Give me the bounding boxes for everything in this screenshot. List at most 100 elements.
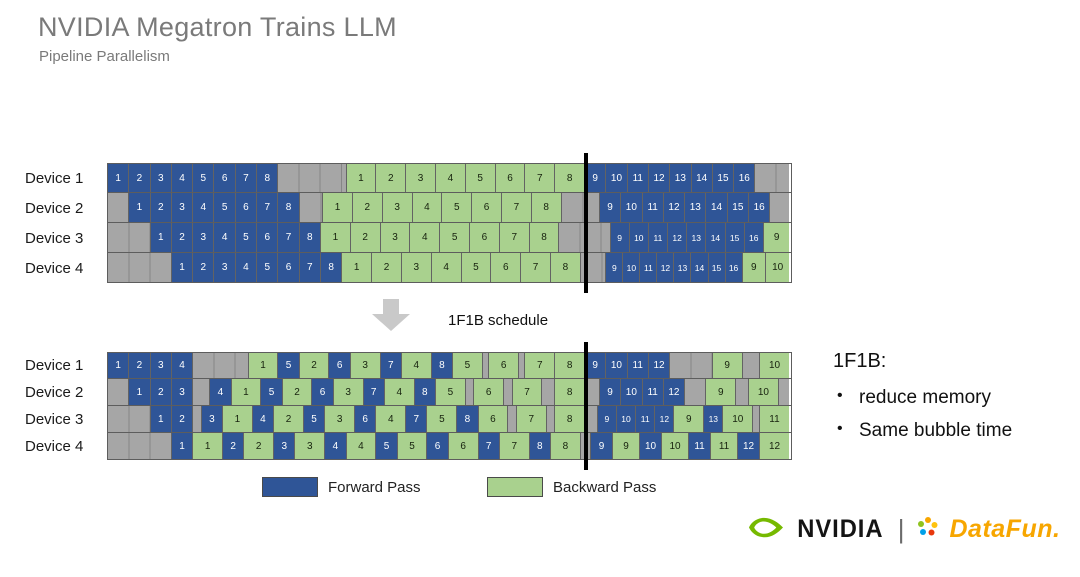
forward-cell: 2 <box>129 164 151 192</box>
idle-cell <box>670 353 713 378</box>
idle-cell <box>542 379 556 405</box>
forward-cell: 10 <box>616 406 637 432</box>
nvidia-logo: NVIDIA <box>797 515 884 543</box>
idle-cell <box>108 253 172 282</box>
idle-cell <box>742 353 760 378</box>
datafun-icon <box>917 516 939 543</box>
pipeline-flush-line <box>584 342 589 470</box>
forward-cell: 3 <box>150 353 172 378</box>
backward-cell: 11 <box>710 433 739 459</box>
idle-cell <box>585 406 598 432</box>
forward-cell: 5 <box>376 433 398 459</box>
backward-cell: 2 <box>352 193 383 222</box>
forward-cell: 11 <box>648 223 669 252</box>
backward-cell: 9 <box>706 379 737 405</box>
forward-cell: 12 <box>738 433 760 459</box>
backward-cell: 4 <box>412 193 443 222</box>
notes-block: 1F1B: reduce memory Same bubble time <box>833 350 1063 453</box>
backward-cell: 9 <box>612 433 641 459</box>
backward-cell: 3 <box>380 223 411 252</box>
backward-cell: 8 <box>550 433 581 459</box>
backward-cell: 3 <box>295 433 326 459</box>
forward-cell: 9 <box>585 353 607 378</box>
backward-cell: 6 <box>495 164 526 192</box>
backward-cell: 6 <box>470 223 500 252</box>
backward-cell: 10 <box>748 379 779 405</box>
forward-cell: 2 <box>150 193 172 222</box>
forward-cell: 11 <box>627 353 649 378</box>
backward-cell: 1 <box>193 433 223 459</box>
forward-cell: 5 <box>303 406 326 432</box>
forward-cell: 4 <box>325 433 347 459</box>
forward-cell: 7 <box>380 353 402 378</box>
backward-cell: 4 <box>384 379 415 405</box>
idle-cell <box>770 193 790 222</box>
backward-cell: 8 <box>531 193 562 222</box>
backward-cell: 7 <box>499 223 530 252</box>
forward-cell: 13 <box>674 253 692 282</box>
forward-cell: 12 <box>663 379 686 405</box>
logo-separator: | <box>897 514 905 544</box>
forward-cell: 3 <box>201 406 223 432</box>
forward-cell: 10 <box>606 164 628 192</box>
forward-cell: 11 <box>627 164 649 192</box>
forward-cell: 2 <box>193 253 215 282</box>
notes-list: reduce memory Same bubble time <box>833 387 1063 442</box>
device-label: Device 4 <box>25 259 84 277</box>
backward-cell: 8 <box>529 223 560 252</box>
backward-cell: 9 <box>674 406 705 432</box>
forward-pass-label: Forward Pass <box>328 479 421 496</box>
forward-cell: 9 <box>599 193 622 222</box>
backward-cell: 5 <box>465 164 496 192</box>
forward-cell: 1 <box>171 253 194 282</box>
backward-cell: 1 <box>320 223 351 252</box>
forward-cell: 8 <box>257 164 279 192</box>
backward-cell: 10 <box>723 406 754 432</box>
forward-cell: 11 <box>642 193 664 222</box>
backward-cell: 3 <box>325 406 356 432</box>
device-label: Device 3 <box>25 411 84 428</box>
footer-logos: NVIDIA | DataFun. <box>748 514 1060 545</box>
forward-pass-swatch <box>262 477 318 497</box>
idle-cell <box>778 379 790 405</box>
backward-cell: 6 <box>472 193 502 222</box>
backward-cell: 3 <box>406 164 436 192</box>
backward-pass-label: Backward Pass <box>553 479 657 496</box>
forward-cell: 4 <box>235 253 258 282</box>
backward-cell: 10 <box>759 353 790 378</box>
forward-cell: 2 <box>223 433 245 459</box>
backward-cell: 7 <box>525 164 556 192</box>
backward-cell: 4 <box>410 223 441 252</box>
nvidia-eye-icon <box>748 515 784 545</box>
forward-cell: 6 <box>214 164 236 192</box>
forward-cell: 15 <box>712 164 735 192</box>
backward-cell: 9 <box>742 253 766 282</box>
backward-cell: 3 <box>382 193 413 222</box>
backward-cell: 2 <box>244 433 275 459</box>
backward-cell: 9 <box>763 223 790 252</box>
backward-cell: 10 <box>661 433 690 459</box>
forward-cell: 3 <box>150 164 172 192</box>
backward-cell: 1 <box>346 164 377 192</box>
backward-cell: 5 <box>435 379 466 405</box>
forward-cell: 12 <box>648 164 671 192</box>
backward-cell: 2 <box>376 164 407 192</box>
forward-cell: 13 <box>685 193 707 222</box>
idle-cell <box>753 406 760 432</box>
backward-cell: 6 <box>478 406 509 432</box>
idle-cell <box>482 353 490 378</box>
backward-cell: 3 <box>401 253 432 282</box>
idle-cell <box>108 223 151 252</box>
idle-cell <box>108 406 151 432</box>
backward-cell: 5 <box>427 406 458 432</box>
idle-cell <box>504 379 513 405</box>
forward-cell: 11 <box>640 253 658 282</box>
forward-cell: 15 <box>725 223 745 252</box>
